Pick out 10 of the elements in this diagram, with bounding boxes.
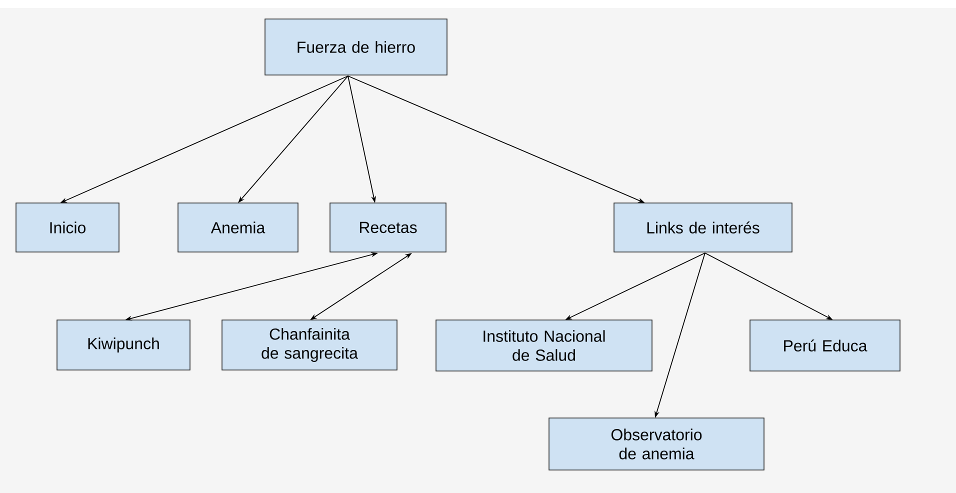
menu-box: Recetas xyxy=(330,202,446,252)
menu-box: Kiwipunch xyxy=(56,320,190,370)
menu-box: Links de interés xyxy=(614,202,792,252)
menu-box: Instituto Nacional de Salud xyxy=(436,320,652,372)
menu-box: Anemia xyxy=(178,202,298,252)
menu-box: Observatorio de anemia xyxy=(548,418,764,470)
menu-box: Inicio xyxy=(16,202,120,252)
menu-box: Perú Educa xyxy=(750,320,900,372)
menu-box: Chanfainita de sangrecita xyxy=(222,320,398,370)
menu-box: Fuerza de hierro xyxy=(264,18,448,76)
